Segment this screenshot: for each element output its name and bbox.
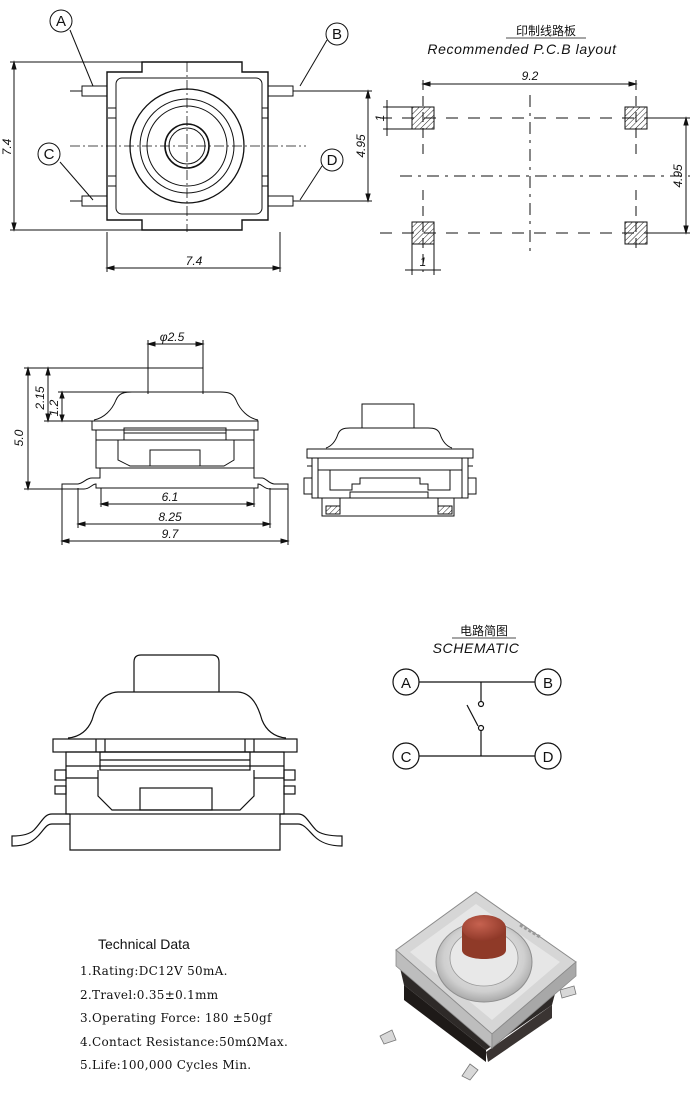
spec-operating-force: 3.Operating Force: 180 ±50gf — [80, 1011, 272, 1025]
schematic-label-b: B — [543, 675, 553, 692]
pcb-title-cn: 印制线路板 — [516, 23, 576, 38]
side-dia-dim: φ2.5 — [160, 330, 185, 344]
label-d: D — [327, 152, 338, 169]
side-height-dim: 5.0 — [12, 429, 26, 446]
spec-life: 5.Life:100,000 Cycles Min. — [80, 1058, 252, 1072]
schematic-title-cn: 电路简图 — [460, 623, 508, 638]
pcb-layout — [380, 80, 690, 275]
top-width-dim: 7.4 — [186, 254, 203, 268]
spec-contact-resistance: 4.Contact Resistance:50mΩMax. — [80, 1034, 289, 1049]
label-c: C — [44, 146, 55, 163]
spec-rating: 1.Rating:DC12V 50mA. — [80, 964, 228, 978]
top-view — [10, 9, 372, 272]
side-travel-dim: 1.2 — [47, 399, 61, 416]
schematic-label-d: D — [543, 749, 554, 766]
side-actuator-dim: 2.15 — [33, 386, 47, 411]
side-dim-8-25: 8.25 — [158, 510, 182, 524]
schematic-label-c: C — [401, 749, 412, 766]
schematic-label-a: A — [401, 675, 411, 692]
pcb-pad-w-dim: 1 — [420, 255, 427, 269]
section-view — [303, 403, 477, 517]
top-lead-pitch-dim: 4.95 — [354, 134, 368, 158]
pcb-title-en: Recommended P.C.B layout — [427, 41, 617, 57]
pcb-pad-h-dim: 1 — [373, 115, 387, 122]
side-dim-6-1: 6.1 — [162, 490, 179, 504]
top-height-dim: 7.4 — [0, 138, 14, 155]
schematic — [392, 668, 562, 770]
side-dim-9-7: 9.7 — [162, 527, 180, 541]
pcb-width-dim: 9.2 — [522, 69, 539, 83]
schematic-title-en: SCHEMATIC — [433, 640, 520, 656]
side-view — [24, 340, 290, 545]
label-b: B — [332, 26, 342, 43]
product-photo — [379, 891, 577, 1081]
label-a: A — [56, 13, 66, 30]
technical-data-list: 1.Rating:DC12V 50mA. 2.Travel:0.35±0.1mm… — [80, 960, 288, 1078]
technical-data-title: Technical Data — [98, 936, 190, 952]
large-side-view — [11, 654, 343, 851]
pcb-height-dim: 4.95 — [671, 164, 685, 188]
spec-travel: 2.Travel:0.35±0.1mm — [80, 987, 219, 1002]
